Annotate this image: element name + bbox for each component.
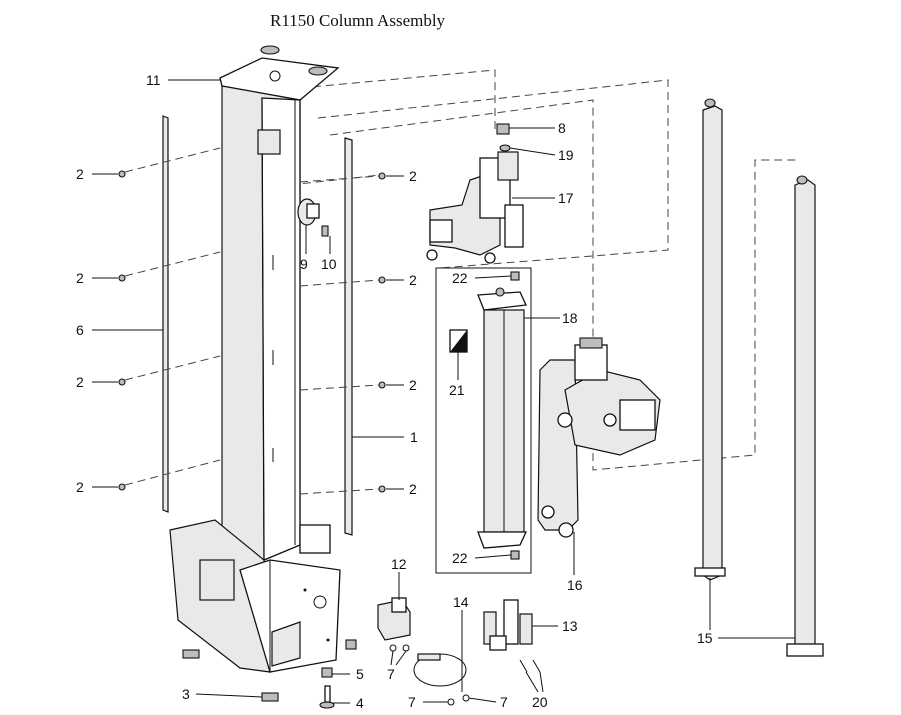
label-10: 10: [321, 256, 337, 272]
label-1: 1: [410, 429, 418, 445]
label-8: 8: [558, 120, 566, 136]
spacer-part-5-b: [345, 639, 357, 650]
label-21: 21: [449, 382, 465, 398]
label-5: 5: [356, 666, 364, 682]
label-3: 3: [182, 686, 190, 702]
main-column-part-11: [219, 45, 340, 561]
left-strip-part-6: [162, 115, 169, 513]
diagram-title: R1150 Column Assembly: [270, 11, 446, 30]
spacer-part-5-a: [321, 667, 333, 678]
fittings-part-20: [519, 659, 541, 673]
label-20: 20: [532, 694, 548, 710]
cylinder-part-18: [477, 287, 528, 549]
label-19: 19: [558, 147, 574, 163]
label-11: 11: [146, 72, 161, 88]
label-6: 6: [76, 322, 84, 338]
label-2-c: 2: [76, 374, 84, 390]
cylinder-box: [435, 267, 532, 574]
fitting-part-22-bottom: [510, 550, 520, 560]
label-2-a: 2: [76, 166, 84, 182]
label-2-e: 2: [409, 168, 417, 184]
filter-regulator-part-13: [483, 599, 533, 651]
label-14: 14: [453, 594, 469, 610]
fitting-part-22-top: [510, 271, 520, 281]
lift-carriage-part-16: [537, 337, 661, 538]
bolt-part-10: [321, 225, 329, 237]
label-13: 13: [562, 618, 578, 634]
bracket-part-12: [377, 597, 411, 641]
label-7-a: 7: [387, 666, 395, 682]
label-2-f: 2: [409, 272, 417, 288]
nut-part-8: [496, 123, 510, 135]
label-2-g: 2: [409, 377, 417, 393]
label-4: 4: [356, 695, 364, 711]
column-base: [169, 519, 341, 673]
pulley-part-9: [297, 198, 320, 226]
label-22-bottom: 22: [452, 550, 468, 566]
decal-part-21: [449, 329, 468, 353]
washer-part-19: [499, 144, 511, 152]
callout-labels: 11 2 2 6 2 2 2 2 2 1 2 9 10 8 19 17 22 1…: [76, 72, 713, 711]
screws-part-2: [118, 147, 386, 495]
label-7-b: 7: [408, 694, 416, 710]
label-2-b: 2: [76, 270, 84, 286]
right-strip-part-1: [344, 137, 353, 536]
label-2-h: 2: [409, 481, 417, 497]
label-17: 17: [558, 190, 574, 206]
label-22-top: 22: [452, 270, 468, 286]
rear-column-part-15-a: [694, 98, 726, 581]
label-16: 16: [567, 577, 583, 593]
rear-column-part-15-b: [786, 175, 824, 657]
label-12: 12: [391, 556, 407, 572]
carriage-head-part-17: [426, 151, 524, 264]
assembly-guide-lines: [289, 69, 800, 471]
anchor-bolt-part-4: [319, 685, 335, 709]
leader-lines: [92, 79, 795, 704]
hose-loop-part-14: [413, 653, 467, 687]
label-7-c: 7: [500, 694, 508, 710]
shim-part-3-b: [261, 692, 279, 702]
label-15: 15: [697, 630, 713, 646]
label-18: 18: [562, 310, 578, 326]
label-9: 9: [300, 256, 308, 272]
shim-part-3-a: [182, 649, 200, 659]
label-2-d: 2: [76, 479, 84, 495]
